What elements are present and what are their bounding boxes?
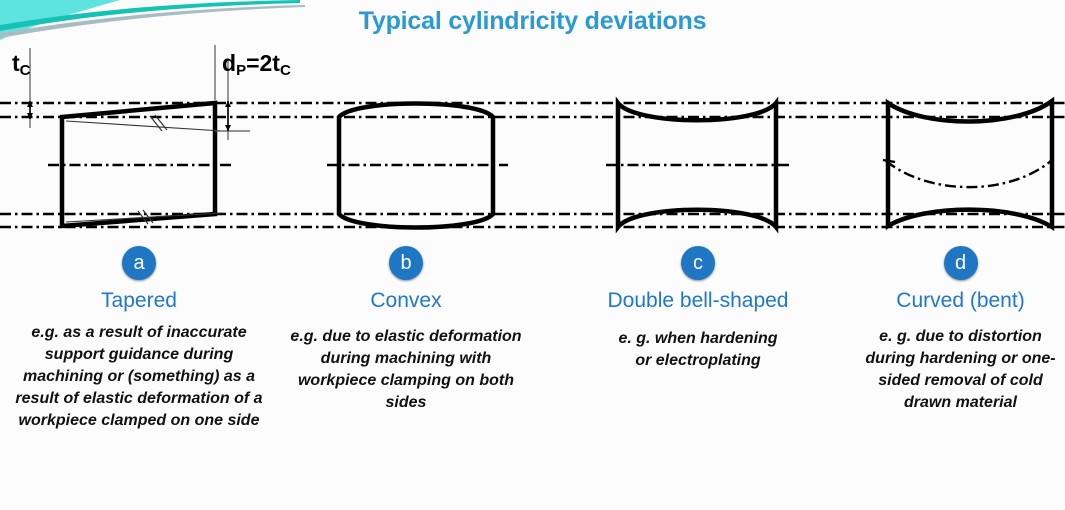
badge-c[interactable]: c xyxy=(681,246,715,280)
badge-d[interactable]: d xyxy=(943,246,978,280)
column-title-curved-bent: Curved (bent) xyxy=(896,289,1025,312)
column-description-tapered: e.g. as a result of inaccurate support g… xyxy=(15,324,263,429)
column-convex: b Convex e.g. due to elastic deformation… xyxy=(286,246,526,414)
column-description-curved-bent: e. g. due to distortion during hardening… xyxy=(865,328,1056,411)
badge-b[interactable]: b xyxy=(389,246,423,280)
column-title-double-bell: Double bell-shaped xyxy=(607,289,789,312)
dimension-arrow-tc xyxy=(27,101,33,119)
shape-double-bell xyxy=(606,96,790,234)
label-tc: tC xyxy=(12,50,31,79)
badge-a[interactable]: a xyxy=(122,246,156,280)
column-double-bell: c Double bell-shaped e. g. when hardenin… xyxy=(580,246,816,372)
centerline-d-curve xyxy=(885,159,1053,189)
column-curved-bent: d Curved (bent) e. g. due to distortion … xyxy=(856,246,1065,414)
page-title: Typical cylindricity deviations xyxy=(358,7,707,35)
shape-convex xyxy=(327,101,508,230)
cylindricity-deviation-diagram xyxy=(0,45,1065,234)
label-dp: dP=2tC xyxy=(222,50,291,79)
shape-tapered xyxy=(27,45,250,229)
shape-curved-bent xyxy=(882,96,1055,232)
column-title-convex: Convex xyxy=(370,289,442,312)
column-title-tapered: Tapered xyxy=(101,289,177,312)
column-description-double-bell: e. g. when hardening or electroplating xyxy=(618,330,778,369)
dimension-arrow-dp xyxy=(225,101,231,131)
column-tapered: a Tapered e.g. as a result of inaccurate… xyxy=(0,246,278,432)
column-description-convex: e.g. due to elastic deformation during m… xyxy=(290,328,522,411)
